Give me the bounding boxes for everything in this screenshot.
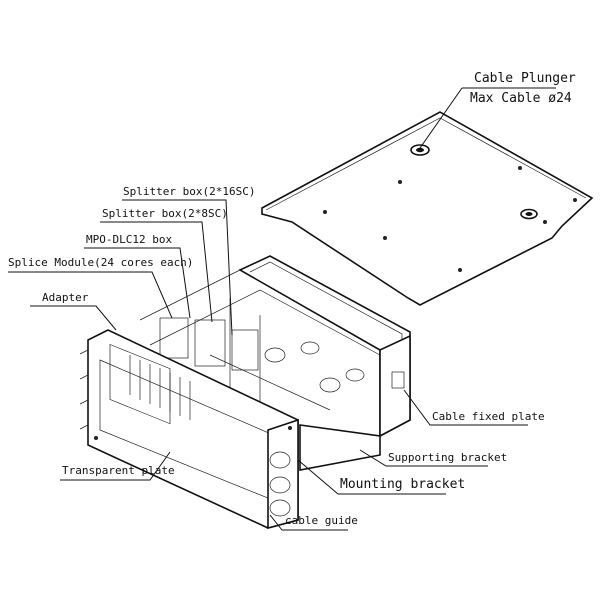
adapter-row [129,355,191,420]
label-mounting-bracket: Mounting bracket [297,459,465,495]
label-cable-plunger: Cable Plunger Max Cable ø24 [419,71,576,149]
label-splice-module: Splice Module(24 cores each) [8,256,193,319]
top-cover-plate [261,111,594,306]
label-supporting-bracket: Supporting bracket [359,449,507,467]
label-cable-fixed-plate: Cable fixed plate [403,389,545,426]
mounting-bracket-label: Mounting bracket [340,477,465,492]
cable-plunger-icon [410,144,538,220]
cable-fixed-plate-label: Cable fixed plate [432,410,545,423]
label-splitter-box-16: Splitter box(2*16SC) [122,185,255,336]
label-cable-guide: cable guide [269,514,358,531]
chassis-body [79,255,411,530]
splitter-box-8-label: Splitter box(2*8SC) [102,207,228,220]
splitter-box-16-label: Splitter box(2*16SC) [123,185,255,198]
label-transparent-plate: Transparent plate [60,451,175,481]
splice-module-label: Splice Module(24 cores each) [8,256,193,269]
transparent-plate-label: Transparent plate [62,464,175,477]
max-cable-label: Max Cable ø24 [470,91,572,106]
label-mpo-box: MPO-DLC12 box [84,233,191,319]
label-adapter: Adapter [30,291,117,331]
cable-plunger-label: Cable Plunger [474,71,576,86]
label-splitter-box-8: Splitter box(2*8SC) [100,207,228,323]
cable-guide-label: cable guide [285,514,358,527]
supporting-bracket-label: Supporting bracket [388,451,507,464]
mpo-box-label: MPO-DLC12 box [86,233,172,246]
adapter-label: Adapter [42,291,89,304]
